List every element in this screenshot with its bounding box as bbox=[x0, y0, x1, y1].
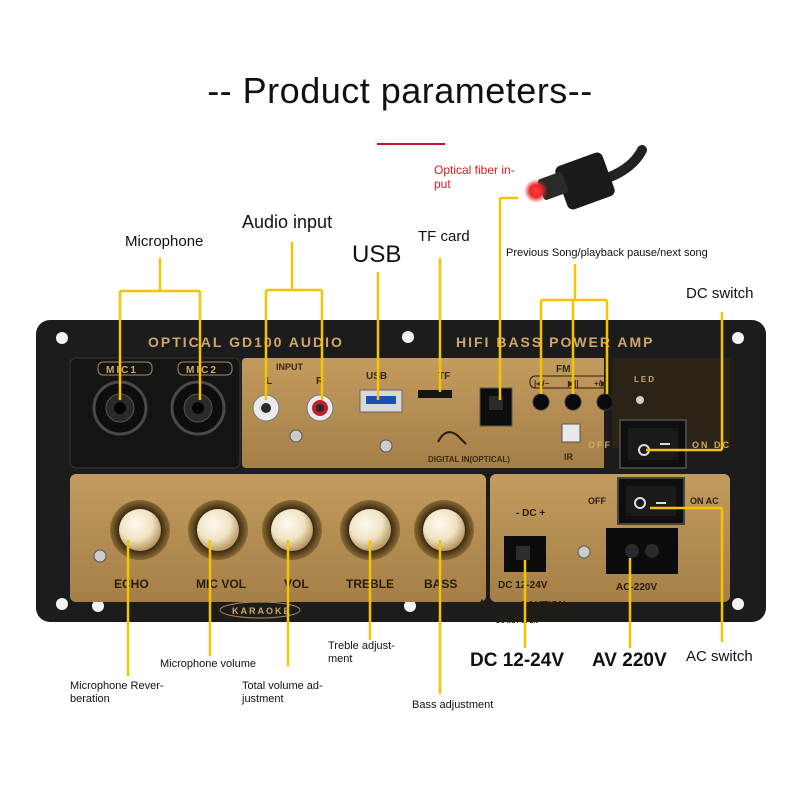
karaoke-badge: KARAOKE bbox=[232, 606, 292, 616]
label-song-controls: Previous Song/playback pause/next song bbox=[506, 247, 708, 259]
label-tf-card: TF card bbox=[418, 228, 470, 245]
ac-range-silk: AC-220V bbox=[616, 582, 657, 593]
btn-next-silk: +/▶| bbox=[594, 379, 609, 388]
on-ac-silk: ON AC bbox=[690, 496, 719, 506]
input-silk: INPUT bbox=[276, 362, 304, 372]
knob-label-echo: ECHO bbox=[114, 577, 149, 591]
fm-silk: FM bbox=[556, 364, 570, 375]
digital-in-silk: DIGITAL IN(OPTICAL) bbox=[428, 455, 510, 464]
label-audio-input: Audio input bbox=[242, 212, 333, 232]
knob-vol bbox=[262, 500, 322, 560]
input-r-silk: R bbox=[316, 376, 324, 387]
caution-sub1: RISK OF ELECTRIC SHOCK bbox=[496, 612, 576, 618]
mic1-label: MIC1 bbox=[106, 365, 138, 376]
knob-mic-vol bbox=[188, 500, 248, 560]
knob-label-mic-vol: MIC VOL bbox=[196, 577, 246, 591]
led-silk: LED bbox=[634, 375, 656, 384]
page-title: -- Product parameters-- bbox=[207, 70, 593, 111]
label-total-volume-adjustment: Total volume ad- justment bbox=[242, 680, 323, 705]
input-l-silk: L bbox=[266, 376, 272, 387]
caution-silk: CAUTION bbox=[520, 600, 566, 611]
knob-label-vol: VOL bbox=[284, 577, 309, 591]
tf-silk: TF bbox=[438, 371, 450, 382]
panel-header-left: OPTICAL GD100 AUDIO bbox=[148, 334, 344, 350]
knob-bass bbox=[414, 500, 474, 560]
label-treble-adjustment: Treble adjust- ment bbox=[328, 640, 395, 665]
dc-polarity-silk: - DC + bbox=[516, 508, 545, 519]
caution-sub2: DO NOT OPEN bbox=[496, 619, 538, 625]
label-microphone-reverberation: Microphone Rever- beration bbox=[70, 680, 164, 705]
label-microphone-volume: Microphone volume bbox=[160, 658, 256, 670]
label-ac-voltage: AV 220V bbox=[592, 650, 667, 671]
label-dc-voltage: DC 12-24V bbox=[470, 650, 564, 671]
dc-range-silk: DC 12-24V bbox=[498, 580, 548, 591]
knob-echo bbox=[110, 500, 170, 560]
on-dc-silk: ON DC bbox=[692, 440, 731, 450]
optical-cable-illustration bbox=[524, 145, 647, 210]
label-usb: USB bbox=[352, 241, 402, 268]
label-optical-fiber-input: Optical fiber in- put bbox=[434, 163, 515, 191]
panel-header-right: HIFI BASS POWER AMP bbox=[456, 334, 655, 350]
off2-silk: OFF bbox=[588, 496, 606, 506]
label-ac-switch: AC switch bbox=[686, 648, 753, 665]
label-microphone: Microphone bbox=[125, 233, 204, 250]
usb-silk: USB bbox=[366, 371, 387, 382]
callout-lines bbox=[118, 196, 724, 694]
knob-treble bbox=[340, 500, 400, 560]
mic2-label: MIC2 bbox=[186, 365, 218, 376]
label-dc-switch: DC switch bbox=[686, 285, 754, 302]
label-bass-adjustment: Bass adjustment bbox=[412, 699, 494, 711]
title-underline bbox=[377, 143, 445, 145]
ir-silk: IR bbox=[564, 452, 574, 462]
off1-silk: OFF bbox=[588, 440, 612, 450]
